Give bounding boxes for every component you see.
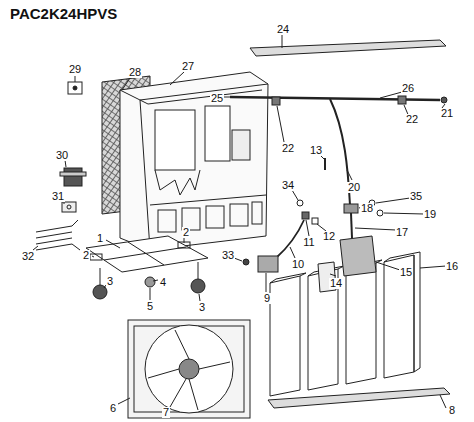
callout-number: 17 [395,227,409,238]
callout-number: 6 [109,403,117,414]
callout-number: 4 [159,277,167,288]
callout-number: 14 [329,278,343,289]
callout-number: 3 [106,276,114,287]
callout-number: 20 [347,182,361,193]
callout-number: 22 [281,143,295,154]
callout-number: 15 [399,267,413,278]
callout-number: 19 [423,209,437,220]
callout-number: 7 [162,407,170,418]
callout-number: 22 [405,114,419,125]
callout-number: 12 [322,231,336,242]
callout-number: 1 [96,233,104,244]
callout-number: 13 [309,145,323,156]
callout-number: 10 [291,259,305,270]
callout-number: 24 [276,24,290,35]
callout-number: 21 [440,108,454,119]
callout-number: 34 [281,180,295,191]
callout-number: 2 [82,250,90,261]
callout-number: 3 [198,302,206,313]
callout-number: 9 [263,293,271,304]
callout-number: 32 [21,251,35,262]
callout-number: 11 [302,237,315,248]
callout-number: 25 [210,93,224,104]
callout-number: 27 [181,61,195,72]
callout-number: 26 [401,83,415,94]
callout-number: 30 [55,150,69,161]
callout-number: 29 [68,64,82,75]
callout-number: 16 [445,261,459,272]
callout-number: 33 [221,250,235,261]
callout-number: 2 [182,227,190,238]
callout-number: 18 [360,203,374,214]
callout-number: 8 [448,405,456,416]
callout-number: 31 [51,191,65,202]
model-title: PAC2K24HPVS [10,6,117,21]
callout-number: 35 [409,191,423,202]
callout-number: 28 [128,67,142,78]
callout-number: 5 [146,301,154,312]
